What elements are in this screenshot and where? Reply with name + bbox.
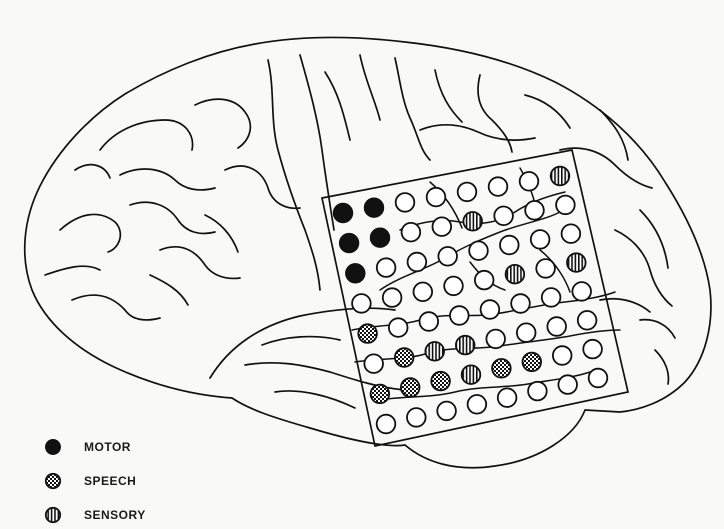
electrode-speech-r7-c3 [431,372,450,391]
electrode-none-r1-c3 [396,193,415,212]
electrode-none-r5-c8 [572,282,591,301]
electrode-none-r8-c3 [437,402,456,421]
brain-outline [25,37,711,467]
electrode-none-r1-c6 [489,177,508,196]
electrode-none-r6-c6 [517,323,536,342]
electrode-sensory-r7-c4 [462,365,481,384]
electrode-motor-r2-c1 [340,234,359,253]
legend-label-motor: MOTOR [84,440,131,454]
electrode-none-r8-c6 [528,382,547,401]
electrode-none-r6-c8 [578,311,597,330]
electrode-none-r3-c7 [531,230,550,249]
electrode-none-r5-c6 [511,294,530,313]
electrode-none-r6-c7 [547,317,566,336]
legend-item-sensory: SENSORY [44,506,146,524]
electrode-grid [334,167,608,434]
electrode-none-r2-c6 [494,207,513,226]
electrode-none-r6-c1 [364,354,383,373]
electrode-none-r2-c3 [402,223,421,242]
electrode-speech-r7-c1 [371,385,390,404]
speech-symbol-icon [44,472,62,490]
electrode-none-r8-c1 [377,415,396,434]
electrode-none-r3-c2 [377,258,396,277]
electrode-motor-r1-c2 [365,198,384,217]
electrode-none-r8-c5 [498,388,517,407]
electrode-none-r4-c2 [383,288,402,307]
electrode-none-r1-c4 [427,188,446,207]
electrode-speech-r5-c1 [358,324,377,343]
electrode-none-r8-c7 [558,375,577,394]
legend-item-motor: MOTOR [44,438,131,456]
electrode-sensory-r4-c8 [567,253,586,272]
electrode-motor-r3-c1 [346,264,365,283]
electrode-speech-r7-c5 [492,359,511,378]
electrode-none-r7-c7 [553,346,572,365]
electrode-none-r3-c3 [408,253,427,272]
electrode-none-r5-c7 [542,288,561,307]
electrode-none-r2-c8 [556,196,575,215]
electrode-none-r8-c8 [589,369,608,388]
electrode-none-r4-c3 [414,283,433,302]
electrode-none-r1-c7 [520,172,539,191]
electrode-none-r1-c5 [458,183,477,202]
electrode-none-r7-c8 [583,340,602,359]
electrode-none-r8-c4 [468,395,487,414]
electrode-none-r3-c8 [562,224,581,243]
electrode-none-r4-c1 [352,294,371,313]
sensory-symbol-icon [44,506,62,524]
electrode-sensory-r2-c5 [463,212,482,231]
legend-label-speech: SPEECH [84,474,136,488]
electrode-none-r2-c4 [433,217,452,236]
electrode-speech-r6-c2 [395,348,414,367]
electrode-none-r8-c2 [407,408,426,427]
electrode-none-r4-c5 [475,271,494,290]
electrode-speech-r7-c2 [401,378,420,397]
electrode-none-r3-c6 [500,236,519,255]
electrode-sensory-r1-c8 [551,167,570,186]
electrode-sensory-r4-c6 [506,265,525,284]
electrode-none-r4-c7 [536,259,555,278]
electrode-none-r2-c7 [525,201,544,220]
electrode-sensory-r6-c3 [425,342,444,361]
electrode-none-r4-c4 [444,277,463,296]
electrode-none-r5-c5 [481,300,500,319]
electrode-none-r6-c5 [486,330,505,349]
electrode-none-r5-c4 [450,306,469,325]
electrode-none-r5-c3 [420,312,439,331]
electrode-none-r3-c5 [469,241,488,260]
electrode-sensory-r6-c4 [456,336,475,355]
motor-symbol-icon [44,438,62,456]
electrode-speech-r7-c6 [523,353,542,372]
legend-label-sensory: SENSORY [84,508,146,522]
electrode-motor-r2-c2 [371,228,390,247]
electrode-none-r3-c4 [438,247,457,266]
legend-item-speech: SPEECH [44,472,136,490]
electrode-motor-r1-c1 [334,204,353,223]
electrode-none-r5-c2 [389,318,408,337]
